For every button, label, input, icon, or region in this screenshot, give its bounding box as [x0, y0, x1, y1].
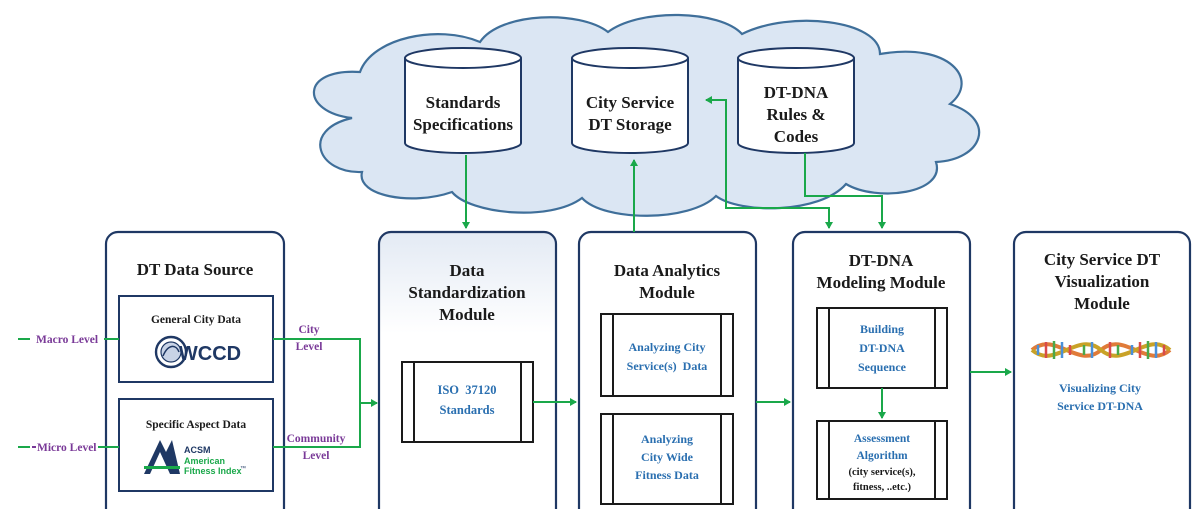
macro-level-label: Macro Level [36, 334, 98, 346]
visualization-title-1: City Service DT [1044, 250, 1161, 269]
city-level-connector [273, 338, 378, 407]
standardization-title-2: Standardization [408, 283, 526, 302]
micro-level-label: Micro Level [37, 442, 97, 454]
standardization-title-1: Data [450, 261, 485, 280]
module-dtdna-modeling: DT-DNA Modeling Module Building DT-DNA S… [791, 230, 972, 509]
micro-level-input: Micro Level [18, 442, 119, 454]
db-city-service-storage[interactable]: City Service DT Storage [571, 47, 689, 154]
db-city-service-label-1: City Service [586, 93, 675, 112]
analytics-box1-label-1: Analyzing City [628, 340, 705, 354]
db-dtdna-label-1: DT-DNA [764, 83, 829, 102]
modeling-box2-label-3: (city service(s), [848, 467, 915, 478]
db-dtdna-label-3: Codes [774, 127, 819, 146]
db-dtdna-rules-codes[interactable]: DT-DNA Rules & Codes [737, 47, 855, 154]
acsm-logo-tm: ™ [240, 465, 246, 472]
city-level-label-1: City [298, 324, 319, 336]
modeling-box1-label-2: DT-DNA [859, 341, 905, 355]
modeling-box2-label-1: Assessment [854, 433, 910, 445]
storage-modeling-bidirectional-arrow [705, 96, 833, 229]
building-dtdna-box[interactable]: Building DT-DNA Sequence [816, 307, 948, 389]
connectors [273, 96, 1012, 448]
specific-aspect-data-label: Specific Aspect Data [146, 419, 247, 431]
visualization-caption-2: Service DT-DNA [1057, 399, 1143, 413]
modeling-box1-label-3: Sequence [858, 360, 907, 374]
standardization-title-3: Module [439, 305, 495, 324]
community-level-label-2: Level [303, 450, 330, 462]
modeling-box2-label-4: fitness, ..etc.) [853, 482, 912, 493]
visualization-title-3: Module [1074, 294, 1130, 313]
acsm-logo-text-1: ACSM [184, 445, 211, 455]
community-level-connector [273, 403, 361, 448]
iso-box-label-2: Standards [440, 403, 495, 417]
analyzing-fitness-box[interactable]: Analyzing City Wide Fitness Data [600, 413, 734, 505]
assessment-algorithm-box[interactable]: Assessment Algorithm (city service(s), f… [816, 420, 948, 500]
macro-level-input: Macro Level [18, 334, 119, 346]
acsm-logo: ACSM American Fitness Index ™ [144, 440, 246, 476]
iso-box-label-1: ISO 37120 [437, 383, 496, 397]
acsm-logo-text-3: Fitness Index [184, 466, 242, 476]
visualization-title-2: Visualization [1055, 272, 1150, 291]
db-standards-specifications[interactable]: Standards Specifications [404, 47, 522, 154]
analytics-title-2: Module [639, 283, 695, 302]
source-title: DT Data Source [137, 260, 254, 279]
visualization-caption-1: Visualizing City [1059, 381, 1141, 395]
db-standards-label-1: Standards [426, 93, 501, 112]
db-city-service-label-2: DT Storage [588, 115, 672, 134]
db-standards-label-2: Specifications [413, 115, 513, 134]
module-data-standardization: Data Standardization Module ISO 37120 St… [377, 230, 558, 509]
modeling-title-2: Modeling Module [817, 273, 946, 292]
acsm-logo-text-2: American [184, 456, 225, 466]
db-dtdna-label-2: Rules & [766, 105, 825, 124]
community-level-label-1: Community [287, 433, 346, 445]
dna-helix-icon [1030, 341, 1172, 359]
analytics-title-1: Data Analytics [614, 261, 721, 280]
analytics-box2-label-3: Fitness Data [635, 468, 699, 482]
modeling-box2-label-2: Algorithm [856, 450, 908, 462]
rules-to-modeling-arrow [804, 153, 886, 229]
general-city-data-label: General City Data [151, 314, 241, 326]
module-dt-data-source: DT Data Source General City Data WCCD Sp… [104, 230, 286, 509]
analyzing-city-services-box[interactable]: Analyzing City Service(s) Data [600, 313, 734, 397]
analytics-box1-label-2: Service(s) Data [627, 359, 708, 373]
analytics-box2-label-2: City Wide [641, 450, 694, 464]
module-data-analytics: Data Analytics Module Analyzing City Ser… [577, 230, 758, 509]
modeling-box1-label-1: Building [860, 322, 904, 336]
wccd-logo-text: WCCD [179, 343, 241, 365]
wccd-logo: WCCD [154, 335, 241, 369]
city-level-label-2: Level [296, 341, 323, 353]
analytics-box2-label-1: Analyzing [641, 432, 693, 446]
modeling-title-1: DT-DNA [849, 251, 914, 270]
iso-37120-box[interactable]: ISO 37120 Standards [401, 361, 534, 443]
module-visualization: City Service DT Visualization Module [1012, 230, 1192, 509]
